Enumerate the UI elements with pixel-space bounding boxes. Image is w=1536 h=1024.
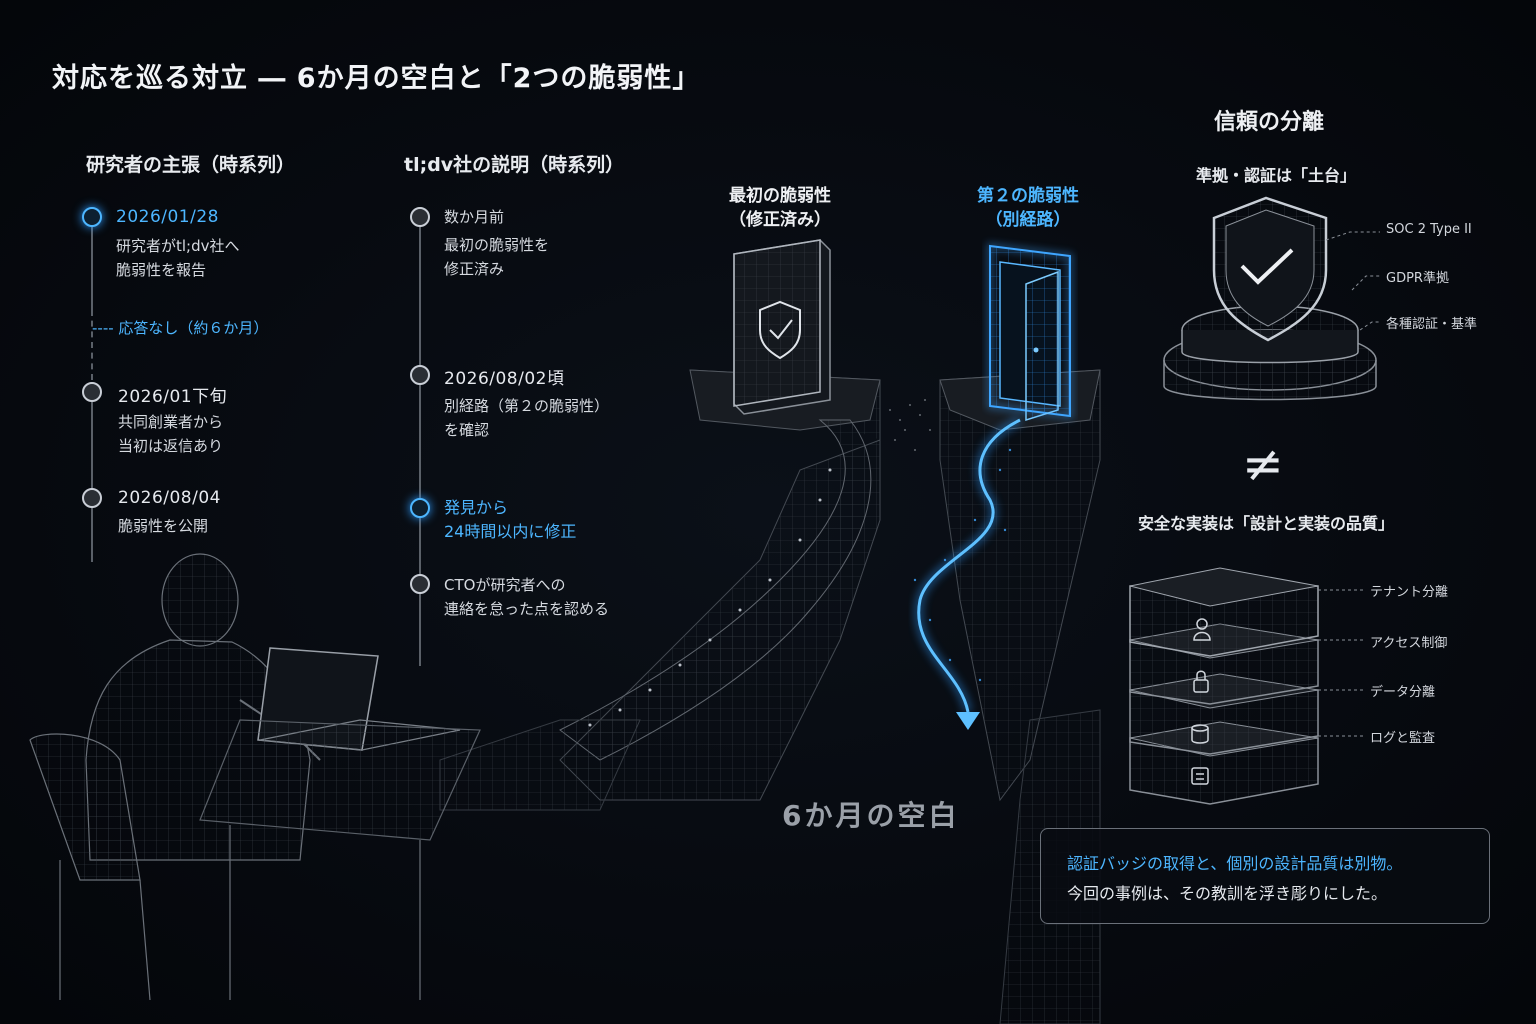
first-door-illustration — [733, 239, 831, 415]
second-vulnerability-label: 第２の脆弱性 （別経路） — [948, 184, 1108, 232]
trust-title: 信頼の分離 — [1214, 110, 1325, 135]
gap-particles — [889, 399, 931, 451]
gap-label: 6か月の空白 — [782, 799, 960, 832]
secure-item: テナント分離 — [1370, 585, 1449, 600]
second-door-illustration — [987, 242, 1073, 422]
first-vulnerability-title: 最初の脆弱性 — [729, 186, 831, 206]
event-text: 別経路（第２の脆弱性） — [444, 397, 610, 415]
researcher-timeline-line — [91, 226, 93, 310]
first-vulnerability-label: 最初の脆弱性 （修正済み） — [700, 184, 860, 232]
lesson-callout: 認証バッジの取得と、個別の設計品質は別物。 今回の事例は、その教訓を浮き彫りにし… — [1040, 828, 1490, 924]
researcher-timeline-gap — [91, 310, 93, 380]
second-path-arrow — [913, 415, 1023, 730]
timeline-dot — [410, 498, 430, 518]
researcher-illustration — [29, 553, 481, 1001]
event-text: 研究者がtl;dv社へ — [116, 237, 240, 255]
timeline-dot — [82, 488, 102, 508]
timeline-dot — [410, 207, 430, 227]
timeline-dot — [410, 365, 430, 385]
secure-item: データ分離 — [1370, 685, 1436, 700]
compliance-shield-illustration — [1163, 196, 1377, 401]
event-text: 数か月前 — [444, 208, 505, 226]
event-text: 共同創業者から — [118, 413, 224, 431]
page-title: 対応を巡る対立 ― 6か月の空白と「2つの脆弱性」 — [52, 63, 701, 94]
event-date: 2026/01/28 — [116, 207, 219, 227]
event-date: 2026/08/04 — [118, 488, 221, 508]
event-text: 24時間以内に修正 — [444, 522, 577, 541]
secure-item: アクセス制御 — [1370, 636, 1448, 651]
compliance-item: SOC 2 Type II — [1386, 222, 1472, 237]
event-text: を確認 — [444, 421, 490, 439]
event-text: 最初の脆弱性を — [444, 236, 550, 254]
researcher-timeline-line — [91, 402, 93, 562]
secure-implementation-label: 安全な実装は「設計と実装の品質」 — [1138, 514, 1395, 533]
event-text: 連絡を怠った点を認める — [444, 600, 610, 618]
second-vulnerability-title: 第２の脆弱性 — [977, 186, 1079, 206]
company-timeline-heading: tl;dv社の説明（時系列） — [404, 154, 625, 176]
second-vulnerability-status: （別経路） — [985, 210, 1071, 230]
callout-line-1: 認証バッジの取得と、個別の設計品質は別物。 — [1067, 854, 1403, 873]
compliance-item: 各種認証・基準 — [1386, 317, 1478, 332]
event-text: CTOが研究者への — [444, 576, 566, 594]
company-timeline-line — [419, 226, 421, 666]
not-equal-symbol: ≠ — [1242, 435, 1284, 493]
event-date: 2026/01下旬 — [118, 387, 228, 407]
event-date: 2026/08/02頃 — [444, 369, 565, 389]
event-text: 修正済み — [444, 260, 505, 278]
event-text: 脆弱性を公開 — [118, 517, 209, 535]
event-text: 脆弱性を報告 — [116, 261, 207, 279]
timeline-dot — [82, 382, 102, 402]
no-reply-label: ---- 応答なし（約６か月） — [92, 319, 269, 337]
secure-item: ログと監査 — [1370, 731, 1436, 746]
secure-implementation-stack — [1129, 567, 1319, 805]
first-vulnerability-status: （修正済み） — [729, 210, 831, 230]
timeline-dot — [82, 207, 102, 227]
event-text: 当初は返信あり — [118, 437, 224, 455]
compliance-label: 準拠・認証は「土台」 — [1196, 166, 1357, 185]
event-text: 発見から — [444, 498, 509, 517]
researcher-timeline-heading: 研究者の主張（時系列） — [86, 154, 296, 176]
compliance-item: GDPR準拠 — [1386, 271, 1449, 286]
callout-line-2: 今回の事例は、その教訓を浮き彫りにした。 — [1067, 884, 1388, 903]
timeline-dot — [410, 574, 430, 594]
